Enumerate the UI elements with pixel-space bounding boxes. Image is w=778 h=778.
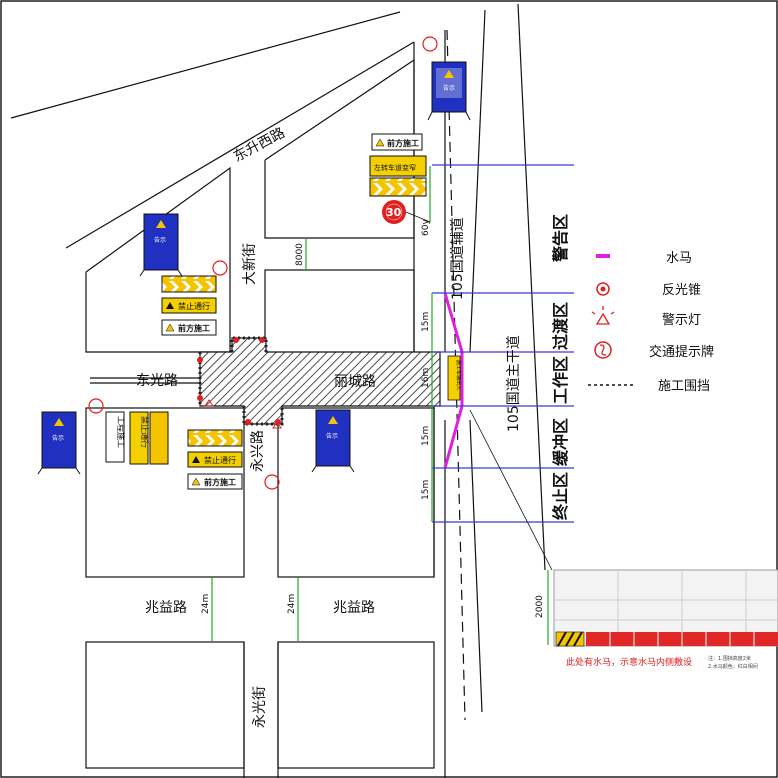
road-label-yongxing: 永兴路: [250, 430, 266, 472]
dim-15m-transition: 15m: [421, 312, 431, 332]
chevron-sign-left: [161, 275, 217, 293]
sign-text-no-pass-vertical: 禁止通行: [140, 416, 150, 448]
road-label-dongguang: 东光路: [136, 373, 178, 389]
zone-label-buffer: 缓冲区: [551, 418, 570, 467]
fence-detail-caption: 此处有水马，示意水马内侧敷设: [566, 656, 692, 668]
sign-ahead-construction-top: 前方施工: [371, 133, 423, 151]
road-outlines: [10, 3, 546, 778]
sign-merge: 左转车道变窄: [369, 155, 427, 177]
sign-text-no-pass-2: 禁止通行: [204, 455, 236, 465]
sign-text-merge: 左转车道变窄: [374, 163, 416, 172]
sign-board-left-lower: 告示: [37, 411, 81, 475]
road-label-zhaoyi-right: 兆益路: [333, 600, 375, 616]
zone-label-transition: 过渡区: [551, 302, 570, 350]
board-title-2: 告示: [154, 236, 166, 244]
traffic-sign-markers: [88, 36, 438, 490]
fence-detail-note-2: 2.水马颜色：红白相间: [708, 663, 758, 670]
legend-label-reflective-cone: 反光锥: [662, 283, 701, 298]
sign-ahead-construction-lower: 前方施工: [187, 473, 243, 490]
fence-detail-note-1: 注：1.围挡高度2米: [708, 655, 751, 662]
water-barrier-line: [443, 292, 464, 469]
sign-board-middle: 告示: [311, 409, 355, 473]
board-title-1: 告示: [443, 84, 455, 92]
sign-text-work-vertical: 工程施工: [116, 416, 126, 448]
zone-label-end: 终止区: [551, 472, 570, 520]
board-title-4: 告示: [326, 432, 338, 440]
sign-text-ahead-2: 前方施工: [178, 323, 210, 333]
traffic-sign-legend-icon: [594, 341, 612, 359]
speed-limit-sign: 30: [382, 200, 406, 224]
dim-8000: 8000: [295, 243, 305, 266]
sign-board-left-upper: 告示: [139, 213, 183, 277]
sign-ahead-construction-left: 前方施工: [161, 319, 217, 336]
legend-label-water-barrier: 水马: [666, 251, 692, 266]
road-label-daxin: 大新街: [242, 243, 258, 285]
dim-15m-buffer: 15m: [421, 426, 431, 446]
legend-label-warning-light: 警示灯: [662, 312, 701, 328]
warning-light-legend-icon: [591, 306, 615, 325]
sign-text-ahead-1: 前方施工: [387, 138, 419, 148]
vertical-sign-no-pass: 禁止通行: [129, 411, 150, 465]
work-vehicle-sign: 施工车辆出入: [447, 355, 462, 401]
sign-board-top: 告示: [427, 61, 471, 121]
dim-24m-left: 24m: [201, 594, 211, 614]
fence-detail: 此处有水马，示意水马内侧敷设 注：1.围挡高度2米 2.水马颜色：红白相间: [553, 569, 778, 670]
zone-label-warning: 警告区: [551, 214, 570, 263]
warning-light-icon: [204, 399, 282, 429]
dim-60y: 60y: [421, 219, 431, 236]
sign-no-pass-lower: 禁止通行: [187, 451, 243, 468]
reflective-cone-icon: [596, 282, 610, 296]
zone-label-work: 工作区: [551, 356, 570, 404]
zone-lines: [432, 164, 574, 523]
chevron-sign-middle: [187, 429, 243, 447]
road-label-g105-main: 105国道主干道: [506, 335, 522, 432]
road-label-licheng: 丽城路: [334, 374, 376, 390]
dim-16m-work: 16m: [421, 368, 431, 388]
road-label-zhaoyi-left: 兆益路: [145, 600, 187, 616]
sign-text-ahead-3: 前方施工: [204, 477, 236, 487]
detail-leader-line: [469, 409, 553, 571]
road-label-yongguang: 永光街: [252, 686, 268, 728]
dim-15m-end: 15m: [421, 480, 431, 500]
water-barrier-icon: [596, 254, 610, 258]
legend: 水马 反光锥 警示灯 交通提示牌 施工围挡: [588, 251, 714, 394]
dim-2000: 2000: [535, 595, 545, 618]
legend-label-traffic-sign: 交通提示牌: [649, 344, 714, 360]
speed-limit-value: 30: [386, 206, 402, 219]
sign-text-work-vehicle: 施工车辆出入: [455, 360, 462, 390]
chevron-sign-top: [369, 177, 427, 197]
board-title-3: 告示: [52, 434, 64, 442]
chevron-sign-vertical: [149, 411, 169, 465]
legend-label-fence: 施工围挡: [658, 379, 710, 394]
road-label-g105-aux: 105国道辅道: [450, 217, 466, 300]
dimension-lines: [211, 166, 549, 645]
sign-text-no-pass-1: 禁止通行: [178, 301, 210, 311]
sign-no-pass-upper: 禁止通行: [161, 297, 217, 314]
vertical-sign-work: 工程施工: [105, 411, 126, 463]
dim-24m-right: 24m: [287, 594, 297, 614]
cone-markers: [197, 337, 281, 425]
